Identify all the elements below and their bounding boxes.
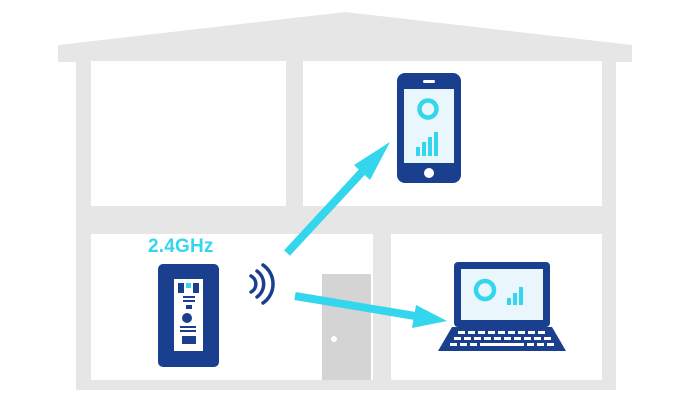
laptop-icon	[438, 262, 566, 351]
arrow-to-smartphone	[284, 142, 390, 256]
arrow-to-laptop	[294, 292, 447, 328]
door-icon	[322, 274, 371, 380]
frequency-label: 2.4GHz	[148, 236, 214, 257]
wifi-access-point-icon	[158, 264, 219, 367]
house-roof	[58, 12, 632, 62]
wifi-signal-icon	[249, 263, 275, 305]
room-upper-left	[91, 61, 286, 206]
smartphone-icon	[397, 73, 461, 183]
